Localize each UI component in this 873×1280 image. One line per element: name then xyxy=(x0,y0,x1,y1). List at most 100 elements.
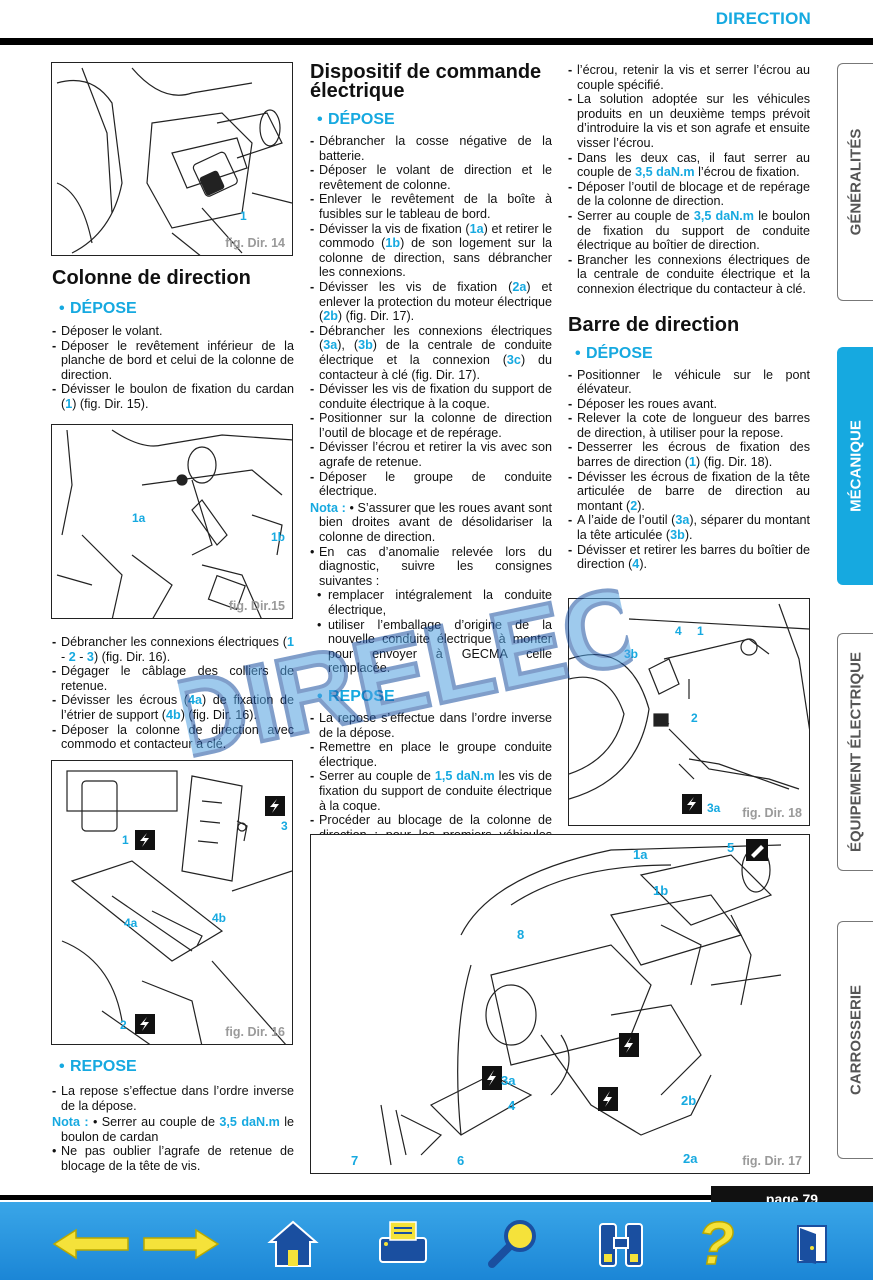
fig15-caption: fig. Dir.15 xyxy=(228,599,285,613)
fig16-label-4b: 4b xyxy=(212,911,227,925)
fig18-label-1: 1 xyxy=(697,624,704,638)
step: Positionner sur la colonne de direction … xyxy=(310,411,552,440)
step: Dévisser les vis de fixation du support … xyxy=(310,382,552,411)
fig18-label-3b: 3b xyxy=(624,647,639,661)
binoculars-icon xyxy=(599,1223,643,1267)
question-mark-icon: ? xyxy=(697,1209,735,1278)
step: A l’aide de l’outil (3a), séparer du mon… xyxy=(568,513,810,542)
fig18-label-3a: 3a xyxy=(707,801,721,815)
figure-dir-16: 1 3 4a 4b 2 fig. Dir. 16 xyxy=(51,760,293,1045)
fig17-label-6: 6 xyxy=(457,1153,465,1168)
arrow-right-icon xyxy=(143,1228,220,1260)
fig17-label-8: 8 xyxy=(517,927,525,942)
step: Débrancher les connexions électriques (3… xyxy=(310,324,552,382)
tab-equipement-electrique[interactable]: ÉQUIPEMENT ÉLECTRIQUE xyxy=(837,633,873,871)
barre-title: Barre de direction xyxy=(568,313,740,336)
fig15-label-1a: 1a xyxy=(132,511,146,525)
step: Déposer le groupe de conduite électrique… xyxy=(310,470,552,499)
prev-page-button[interactable] xyxy=(50,1212,132,1274)
nota: Nota : • Serrer au couple de 3,5 daN.m l… xyxy=(52,1115,294,1144)
binoculars-button[interactable] xyxy=(590,1212,652,1274)
step: Remettre en place le groupe conduite éle… xyxy=(310,740,552,769)
anomalie: En cas d’anomalie relevée lors du diagno… xyxy=(310,545,552,589)
printer-icon xyxy=(379,1221,427,1263)
step: Déposer le volant de direction et le rev… xyxy=(310,163,552,192)
fig17-label-3a: 3a xyxy=(501,1073,516,1088)
fig17-label-2b: 2b xyxy=(681,1093,697,1108)
fig16-label-1: 1 xyxy=(122,833,129,847)
depose-step: Déposer le revêtement inférieur de la pl… xyxy=(52,339,294,383)
figure-dir-17: 1a 5 1b 8 3a 4 2b 7 6 2a fig. Dir. 17 xyxy=(310,834,810,1174)
magnifier-icon xyxy=(488,1220,536,1268)
arrow-left-icon xyxy=(52,1228,129,1260)
fig17-label-5: 5 xyxy=(727,840,735,855)
repose-heading: REPOSE xyxy=(52,1058,294,1076)
fig16-label-3: 3 xyxy=(281,819,288,833)
header-rule xyxy=(0,38,873,45)
home-icon xyxy=(267,1220,319,1267)
depose-heading: DÉPOSE xyxy=(310,111,552,129)
cardan-drawing xyxy=(56,429,292,618)
step: Dévisser les écrous (4a) de fixation de … xyxy=(52,693,294,722)
step: Dévisser les vis de fixation (2a) et enl… xyxy=(310,280,552,324)
step: Dévisser les écrous de fixation de la tê… xyxy=(568,470,810,514)
figure-dir-15: 1a 1b fig. Dir.15 xyxy=(51,424,293,619)
exit-door-icon xyxy=(797,1225,827,1264)
fig17-label-7: 7 xyxy=(351,1153,359,1168)
step: Brancher les connexions électriques de l… xyxy=(568,253,810,297)
tab-carrosserie[interactable]: CARROSSERIE xyxy=(837,921,873,1159)
search-button[interactable] xyxy=(482,1212,544,1274)
svg-text:?: ? xyxy=(698,1212,735,1274)
step: Dévisser la vis de fixation (1a) et reti… xyxy=(310,222,552,280)
depose-heading: DÉPOSE xyxy=(52,300,294,318)
footer-rule xyxy=(0,1195,873,1200)
depose-step: Déposer le volant. xyxy=(52,324,294,339)
fig15-label-1b: 1b xyxy=(271,530,286,544)
left-column: Colonne de direction DÉPOSE Déposer le v… xyxy=(52,268,294,412)
tab-generalites[interactable]: GÉNÉRALITÉS xyxy=(837,63,873,301)
nota-bullet: Ne pas oublier l’agrafe de retenue de bl… xyxy=(52,1144,294,1173)
step: l’écrou, retenir la vis et serrer l’écro… xyxy=(568,63,810,92)
repose-step: La repose s’effectue dans l’ordre invers… xyxy=(52,1084,294,1113)
print-button[interactable] xyxy=(372,1212,434,1274)
help-button[interactable]: ? xyxy=(680,1209,752,1278)
fig17-label-2a: 2a xyxy=(683,1151,698,1166)
step: Débrancher la cosse négative de la batte… xyxy=(310,134,552,163)
next-page-button[interactable] xyxy=(140,1212,222,1274)
fig17-caption: fig. Dir. 17 xyxy=(742,1154,802,1168)
fig17-label-1a: 1a xyxy=(633,847,648,862)
tab-mecanique[interactable]: MÉCANIQUE xyxy=(837,347,873,585)
exit-button[interactable] xyxy=(786,1212,838,1274)
depose-step: Dévisser le boulon de fixation du cardan… xyxy=(52,382,294,411)
step: Relever la cote de longueur des barres d… xyxy=(568,411,810,440)
step: Serrer au couple de 1,5 daN.m les vis de… xyxy=(310,769,552,813)
dispositif-title: Dispositif de commande électrique xyxy=(310,61,542,102)
left-steps-2: Débrancher les connexions électriques (1… xyxy=(52,635,294,752)
repose-heading: REPOSE xyxy=(310,688,552,706)
step: Dans les deux cas, il faut serrer au cou… xyxy=(568,151,810,180)
section-title: DIRECTION xyxy=(715,9,811,28)
fig16-caption: fig. Dir. 16 xyxy=(225,1025,285,1039)
figure-dir-14: 1 fig. Dir. 14 xyxy=(51,62,293,256)
tie-rod-drawing xyxy=(569,603,809,814)
depose-heading: DÉPOSE xyxy=(568,345,810,363)
step: Dégager le câblage des colliers de reten… xyxy=(52,664,294,693)
step: Desserrer les écrous de fixation des bar… xyxy=(568,440,810,469)
step: La solution adoptée sur les véhicules pr… xyxy=(568,92,810,150)
fig18-label-2: 2 xyxy=(691,711,698,725)
fig18-label-4: 4 xyxy=(675,624,682,638)
fig17-label-1b: 1b xyxy=(653,883,669,898)
step: Déposer les roues avant. xyxy=(568,397,810,412)
step: Enlever le revêtement de la boîte à fusi… xyxy=(310,192,552,221)
step: Dévisser et retirer les barres du boîtie… xyxy=(568,543,810,572)
fig14-caption: fig. Dir. 14 xyxy=(225,236,285,250)
middle-column: Dispositif de commande électrique DÉPOSE… xyxy=(310,61,552,857)
commodo-drawing xyxy=(61,770,292,1044)
right-column: l’écrou, retenir la vis et serrer l’écro… xyxy=(568,63,810,572)
figure-dir-18: 4 1 3b 2 3a fig. Dir. 18 xyxy=(568,598,810,826)
step: Serrer au couple de 3,5 daN.m le boulon … xyxy=(568,209,810,253)
home-button[interactable] xyxy=(262,1212,324,1274)
steering-column-drawing xyxy=(56,67,292,255)
nota: Nota : • S’assurer que les roues avant s… xyxy=(310,500,552,545)
step: La repose s’effectue dans l’ordre invers… xyxy=(310,711,552,740)
